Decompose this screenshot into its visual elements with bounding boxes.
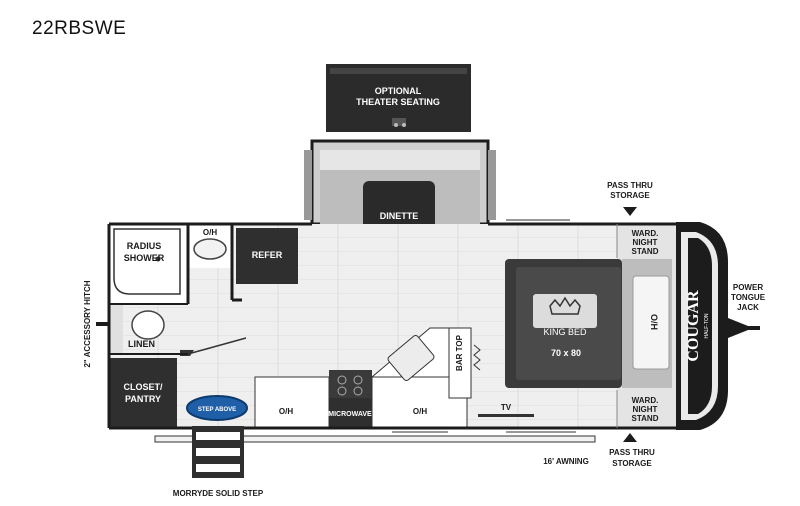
bathroom: RADIUS SHOWER O/H LINEN <box>109 224 247 356</box>
optional-theater-seating: OPTIONAL THEATER SEATING <box>326 64 471 132</box>
svg-text:WARD.: WARD. <box>632 229 659 238</box>
awning: 16' AWNING <box>154 435 596 466</box>
svg-text:STAND: STAND <box>632 414 659 423</box>
svg-text:PANTRY: PANTRY <box>125 394 161 404</box>
svg-text:STEP ABOVE: STEP ABOVE <box>198 407 236 413</box>
bath-oh-label: O/H <box>203 228 217 237</box>
front-cap: COUGAR HALF-TON <box>676 222 760 430</box>
svg-text:BAR TOP: BAR TOP <box>455 334 464 371</box>
svg-text:16' AWNING: 16' AWNING <box>543 457 589 466</box>
svg-text:NIGHT: NIGHT <box>633 238 658 247</box>
svg-text:NIGHT: NIGHT <box>633 405 658 414</box>
closet-pantry: CLOSET/ PANTRY <box>109 358 177 428</box>
kitchen-counter: O/H MICROWAVE O/H BAR TOP <box>254 327 481 429</box>
theater-label-line2: THEATER SEATING <box>356 97 440 107</box>
svg-text:RADIUS: RADIUS <box>127 241 162 251</box>
model-title: 22RBSWE <box>32 18 127 39</box>
bedroom: O/H KING BED 70 x 80 <box>505 224 677 428</box>
svg-text:PASS THRU: PASS THRU <box>607 181 653 190</box>
step-above-badge: STEP ABOVE <box>186 395 248 421</box>
svg-text:SHOWER: SHOWER <box>124 253 165 263</box>
svg-text:STORAGE: STORAGE <box>610 191 650 200</box>
counter-oh-left: O/H <box>279 407 293 416</box>
shower-drain-icon <box>155 256 161 262</box>
svg-text:HALF-TON: HALF-TON <box>704 313 710 338</box>
svg-text:REFER: REFER <box>252 250 283 260</box>
stovetop <box>329 370 372 398</box>
counter-oh-right: O/H <box>413 407 427 416</box>
linen-label: LINEN <box>128 339 155 349</box>
crown-icon <box>549 296 581 315</box>
svg-text:STORAGE: STORAGE <box>612 459 652 468</box>
tongue-jack <box>728 318 760 338</box>
radius-shower <box>113 228 181 295</box>
bar-top <box>448 327 472 399</box>
ward-bottom: WARD. NIGHT STAND <box>632 396 659 423</box>
power-tongue-label: POWER TONGUE JACK <box>731 283 766 312</box>
tv: TV <box>478 403 534 417</box>
bed-size-label: 70 x 80 <box>551 348 581 358</box>
king-bed-label: KING BED <box>543 327 587 337</box>
brand-logo: COUGAR <box>685 290 702 362</box>
svg-text:POWER: POWER <box>733 283 763 292</box>
svg-text:TV: TV <box>501 403 512 412</box>
theater-label-line1: OPTIONAL <box>375 86 422 96</box>
svg-text:JACK: JACK <box>737 303 759 312</box>
bed-oh-label: O/H <box>649 314 659 330</box>
kitchen-sink <box>387 335 435 381</box>
svg-text:WARD.: WARD. <box>632 396 659 405</box>
ward-top: WARD. NIGHT STAND <box>632 229 659 256</box>
svg-text:CLOSET/: CLOSET/ <box>123 382 163 392</box>
svg-text:STAND: STAND <box>632 247 659 256</box>
svg-text:TONGUE: TONGUE <box>731 293 766 302</box>
bathroom-sink <box>193 238 227 260</box>
svg-text:PASS THRU: PASS THRU <box>609 448 655 457</box>
bed-pillow-badge <box>533 294 597 328</box>
microwave-label: MICROWAVE <box>328 411 372 418</box>
pass-thru-top: PASS THRU STORAGE <box>607 181 653 216</box>
svg-text:MORRYDE SOLID STEP: MORRYDE SOLID STEP <box>173 489 264 498</box>
pass-thru-bottom: PASS THRU STORAGE <box>609 433 655 468</box>
accessory-hitch-label: 2" ACCESSORY HITCH <box>83 280 92 367</box>
dinette-label: DINETTE <box>380 211 419 221</box>
arrow-up-icon <box>623 433 637 442</box>
arrow-down-icon <box>623 207 637 216</box>
toilet <box>131 310 165 340</box>
morryde-step: MORRYDE SOLID STEP <box>173 426 264 498</box>
refrigerator: REFER <box>236 228 298 284</box>
